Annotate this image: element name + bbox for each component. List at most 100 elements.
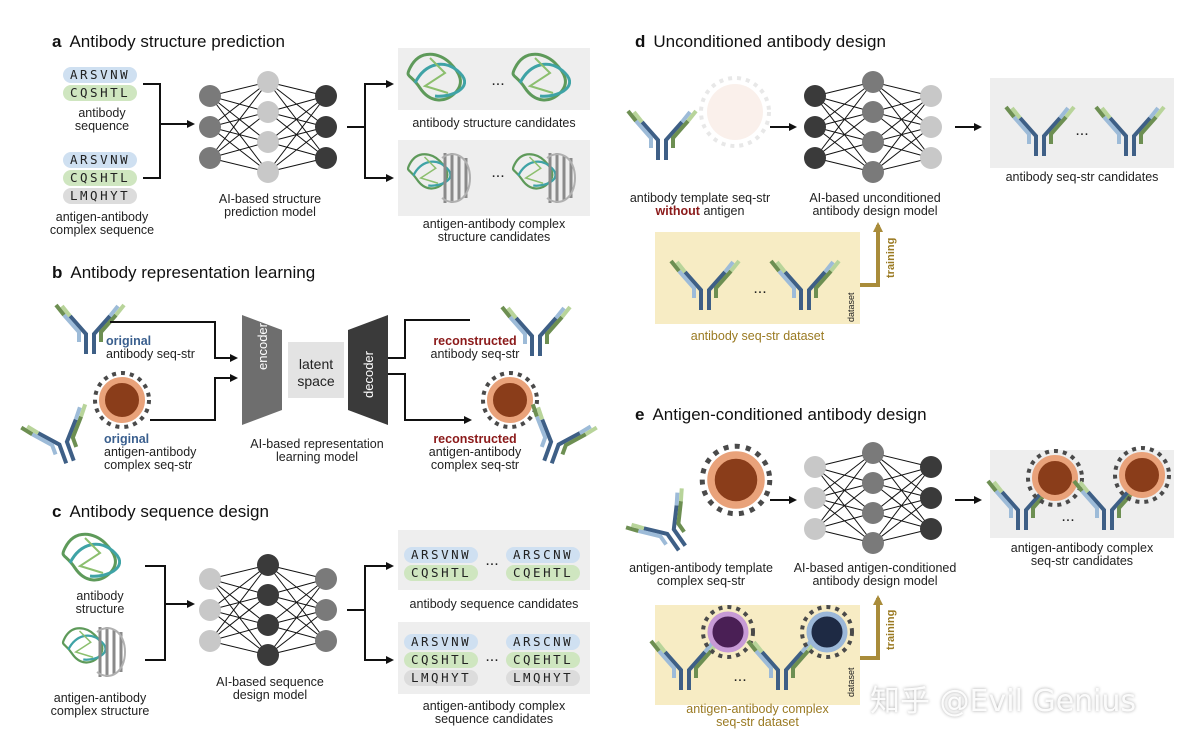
ellipsis: ... <box>485 552 499 569</box>
network-node <box>199 116 221 138</box>
network-edge <box>814 81 874 159</box>
network-edge <box>209 81 269 128</box>
arrow-a-out2 <box>364 127 394 182</box>
arrow-c-in1 <box>145 565 195 608</box>
network-edge <box>872 466 932 544</box>
network-node <box>257 644 279 666</box>
sequence-chip: CQSHTL <box>63 170 138 186</box>
output-label: antibody structure candidates <box>412 116 576 130</box>
complex-structure-icon <box>63 627 125 677</box>
network-edge <box>209 594 269 642</box>
panel-c-title: c Antibody sequence design <box>52 502 269 522</box>
sequence-chip: ARSVNW <box>63 67 138 83</box>
network-edge <box>872 497 932 544</box>
sequence-chip: ARSCNW <box>506 547 581 563</box>
network-edge <box>267 95 327 143</box>
network-node <box>862 71 884 93</box>
panel-title-text: Antibody structure prediction <box>69 32 285 51</box>
nn-structure-prediction <box>199 71 337 183</box>
dataset-tag: dataset <box>846 667 856 697</box>
network-node <box>804 456 826 478</box>
network-edge <box>872 126 932 173</box>
network-node <box>315 568 337 590</box>
panel-letter: c <box>52 502 62 521</box>
antigen-template-icon <box>699 443 773 517</box>
network-edge <box>872 466 932 514</box>
panel-title-text: Antibody representation learning <box>70 263 316 282</box>
network-edge <box>209 81 269 159</box>
antibody-icon <box>514 402 599 476</box>
network-node <box>862 161 884 183</box>
encoder-block <box>242 315 282 425</box>
sequence-chip: ARSVNW <box>404 547 479 563</box>
arrow-b-in1 <box>110 321 238 362</box>
network-node <box>199 568 221 590</box>
network-node <box>862 532 884 554</box>
network-node <box>920 147 942 169</box>
network-node <box>257 554 279 576</box>
arrow-c-in2 <box>145 604 166 661</box>
network-edge <box>814 81 874 128</box>
antibody-template-icon <box>624 486 712 570</box>
sequence-chip: ARSVNW <box>63 152 138 168</box>
network-node <box>315 116 337 138</box>
absent-antigen-icon <box>707 84 763 140</box>
network-edge <box>872 95 932 143</box>
network-node <box>257 584 279 606</box>
sequence-chip: LMQHYT <box>506 670 581 686</box>
network-node <box>920 487 942 509</box>
network-edge <box>814 452 874 530</box>
arrow-a-in1 <box>143 83 195 128</box>
ellipsis: ... <box>491 164 505 181</box>
network-node <box>199 630 221 652</box>
sequence-chip: LMQHYT <box>404 670 479 686</box>
network-edge <box>267 609 327 656</box>
network-node <box>199 147 221 169</box>
arrow-a-in2 <box>143 124 161 179</box>
training-arrow-d <box>860 222 883 287</box>
network-node <box>315 85 337 107</box>
panel-title-text: Antigen-conditioned antibody design <box>652 405 927 424</box>
sequence-chip: ARSVNW <box>404 634 479 650</box>
network-node <box>804 518 826 540</box>
output-label: antibody sequence candidates <box>409 597 579 611</box>
network-node <box>199 85 221 107</box>
network-node <box>920 518 942 540</box>
antibody-icon <box>19 402 104 476</box>
panel-letter: d <box>635 32 646 51</box>
network-node <box>257 131 279 153</box>
network-edge <box>267 578 327 656</box>
ellipsis: ... <box>491 72 505 89</box>
network-edge <box>267 95 327 173</box>
ellipsis: ... <box>1061 508 1075 525</box>
panel-title-text: Antibody sequence design <box>69 502 269 521</box>
network-node <box>804 487 826 509</box>
network-edge <box>267 578 327 626</box>
nn-unconditioned-design <box>804 71 942 183</box>
network-node <box>315 147 337 169</box>
training-label: training <box>885 609 897 650</box>
watermark: 知乎 @Evil Genius <box>870 684 1137 719</box>
network-edge <box>267 126 327 173</box>
arrow-c-out1 <box>347 562 394 611</box>
panel-e <box>624 442 1174 705</box>
panel-letter: e <box>635 405 645 424</box>
arrow-b-out2 <box>388 373 472 424</box>
encoder-label: encoder <box>255 323 270 370</box>
